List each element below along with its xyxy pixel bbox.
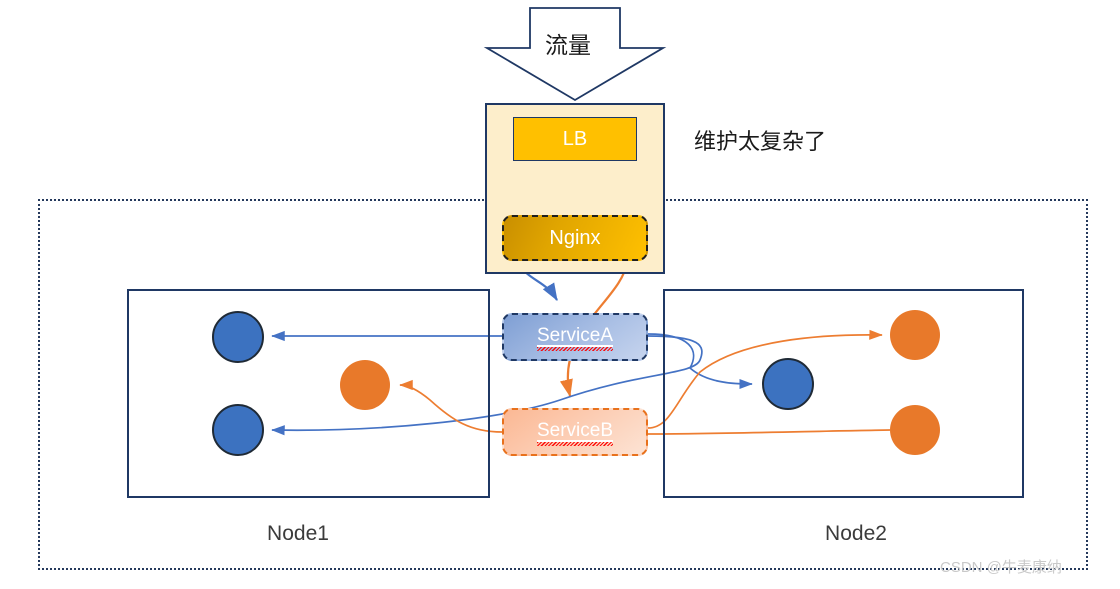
arrow-serviceb-to-node2-orange1 — [647, 329, 883, 429]
pod-node2-blue-1 — [762, 358, 814, 410]
lb-label: LB — [562, 127, 588, 150]
node2-label: Node2 — [825, 522, 887, 545]
service-b-label: ServiceB — [536, 420, 614, 446]
service-b-box: ServiceB — [502, 408, 648, 456]
traffic-block-arrow — [483, 7, 667, 102]
arrow-serviceb-to-node1-orange — [399, 379, 503, 433]
complexity-annotation: 维护太复杂了 — [694, 129, 827, 154]
traffic-arrow-label: 流量 — [545, 32, 591, 58]
node1-box — [127, 289, 490, 498]
pod-node2-orange-1 — [890, 310, 940, 360]
arrow-serviceb-to-node2-orange2 — [647, 429, 891, 435]
pod-node1-blue-1 — [212, 311, 264, 363]
nginx-box: Nginx — [502, 215, 648, 261]
nginx-label: Nginx — [549, 226, 601, 249]
service-a-box: ServiceA — [502, 313, 648, 361]
lb-box: LB — [513, 117, 637, 161]
service-a-label: ServiceA — [536, 325, 614, 351]
watermark: CSDN @牛麦康纳 — [940, 559, 1062, 576]
pod-node1-blue-2 — [212, 404, 264, 456]
node1-label: Node1 — [267, 522, 329, 545]
arrow-servicea-to-node2-pod2 — [647, 333, 753, 390]
pod-node1-orange-1 — [340, 360, 390, 410]
pod-node2-orange-2 — [890, 405, 940, 455]
node2-box — [663, 289, 1024, 498]
arrow-servicea-to-node1-pod3 — [271, 335, 703, 436]
